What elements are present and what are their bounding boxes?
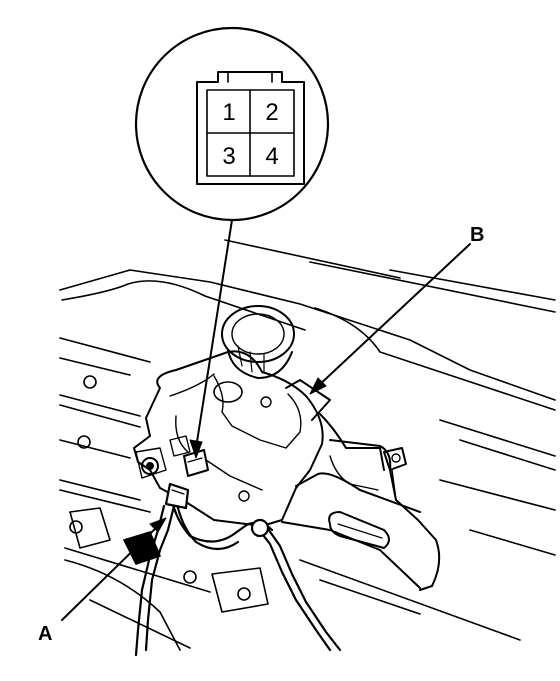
callout-b-label: B [470, 224, 484, 246]
leader-a [61, 517, 167, 621]
connector-detail-bubble: 1 2 3 4 [134, 26, 330, 222]
pin-1-label: 1 [222, 99, 235, 126]
pin-3-label: 3 [222, 143, 235, 170]
pin-4-label: 4 [265, 143, 278, 170]
detail-pointer-arrow [189, 219, 233, 459]
callout-a-label: A [38, 623, 52, 645]
body-panel [59, 239, 556, 651]
connector-outline [196, 71, 305, 185]
link-bracket [281, 379, 441, 591]
pin-2-label: 2 [265, 99, 278, 126]
leader-b [309, 243, 471, 395]
wiper-motor [133, 305, 324, 527]
wire-harness [134, 482, 342, 657]
